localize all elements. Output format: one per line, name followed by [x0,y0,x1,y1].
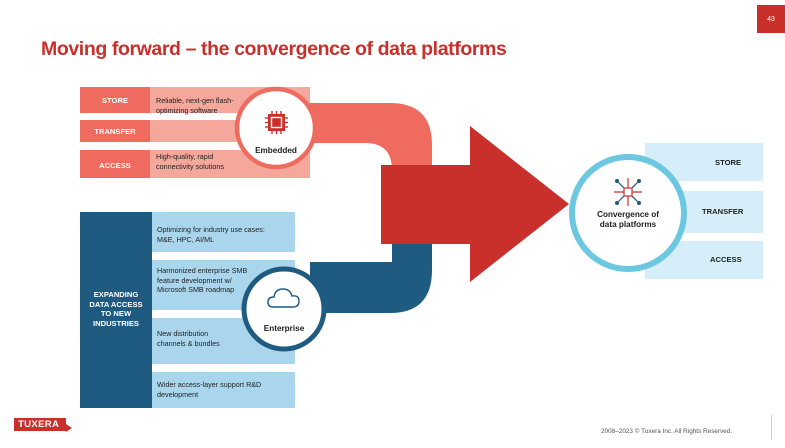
enterprise-row-text-1: Optimizing for industry use cases: M&E, … [157,225,265,244]
copyright-text: 2008–2023 © Tuxera Inc. All Rights Reser… [601,428,733,435]
enterprise-row-text-3: New distribution channels & bundles [157,329,220,348]
convergence-circle [569,154,687,272]
enterprise-circle [241,266,327,352]
embedded-row-label-transfer: TRANSFER [94,127,136,136]
enterprise-block [80,212,295,408]
enterprise-connector [310,240,432,313]
network-icon [614,178,642,206]
embedded-row-label-access: ACCESS [99,161,131,170]
enterprise-row-text-4: Wider access-layer support R&D developme… [157,380,262,399]
embedded-row-text-store: Reliable, next-gen flash-optimizing soft… [156,96,234,115]
footer-divider [771,415,772,440]
enterprise-side-label: EXPANDING DATA ACCESS TO NEW INDUSTRIES [89,290,143,328]
page-number: 43 [757,5,785,33]
convergence-row-transfer: TRANSFER [702,207,744,216]
convergence-label: Convergence of data platforms [597,210,659,230]
convergence-row-store: STORE [715,158,742,167]
embedded-label: Embedded [255,146,297,155]
convergence-row-access: ACCESS [710,255,742,264]
embedded-row-text-access: High-quality, rapid connectivity solutio… [156,152,224,171]
enterprise-label: Enterprise [263,324,305,333]
embedded-row-label-store: STORE [101,96,129,105]
convergence-arrow [381,126,569,282]
chip-icon [265,111,288,134]
cloud-icon [267,288,300,308]
tuxera-logo: TUXERA [14,418,66,431]
slide-title: Moving forward – the convergence of data… [41,38,507,60]
logo-arrow-icon [66,424,72,432]
enterprise-row-text-2: Harmonized enterprise SMB feature develo… [157,266,248,295]
